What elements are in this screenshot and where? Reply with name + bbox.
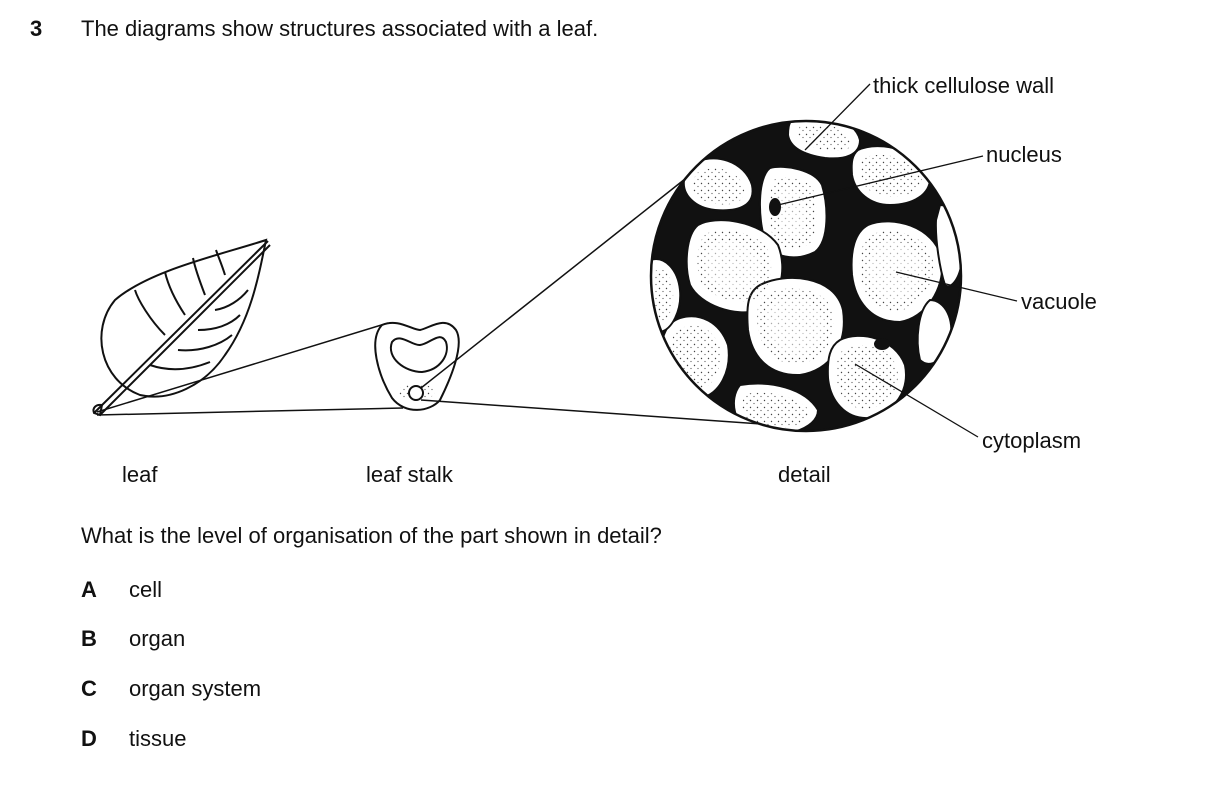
option-text: organ system	[129, 676, 262, 701]
caption-leaf-stalk: leaf stalk	[366, 462, 453, 487]
magnify-lines-stalk	[420, 174, 791, 427]
option-text: tissue	[129, 726, 187, 751]
detail-cells-drawing	[649, 119, 963, 433]
magnify-lines-leaf	[96, 322, 404, 416]
label-vacuole: vacuole	[1021, 289, 1097, 314]
label-leader-lines	[777, 83, 1018, 438]
question-prompt: What is the level of organisation of the…	[81, 523, 662, 548]
option-letter: C	[81, 676, 97, 701]
caption-detail: detail	[778, 462, 831, 487]
question-number: 3	[30, 16, 43, 41]
option-text: cell	[129, 577, 163, 602]
leaf-stalk-drawing	[374, 321, 460, 411]
option-letter: D	[81, 726, 97, 751]
label-thick-cellulose-wall: thick cellulose wall	[873, 73, 1054, 98]
leaf-drawing	[92, 238, 271, 417]
label-nucleus: nucleus	[986, 142, 1062, 167]
label-cytoplasm: cytoplasm	[982, 428, 1082, 453]
option-letter: B	[81, 626, 97, 651]
caption-leaf: leaf	[122, 462, 158, 487]
option-text: organ	[129, 626, 186, 651]
question-stem: The diagrams show structures associated …	[81, 16, 599, 41]
option-letter: A	[81, 577, 97, 602]
